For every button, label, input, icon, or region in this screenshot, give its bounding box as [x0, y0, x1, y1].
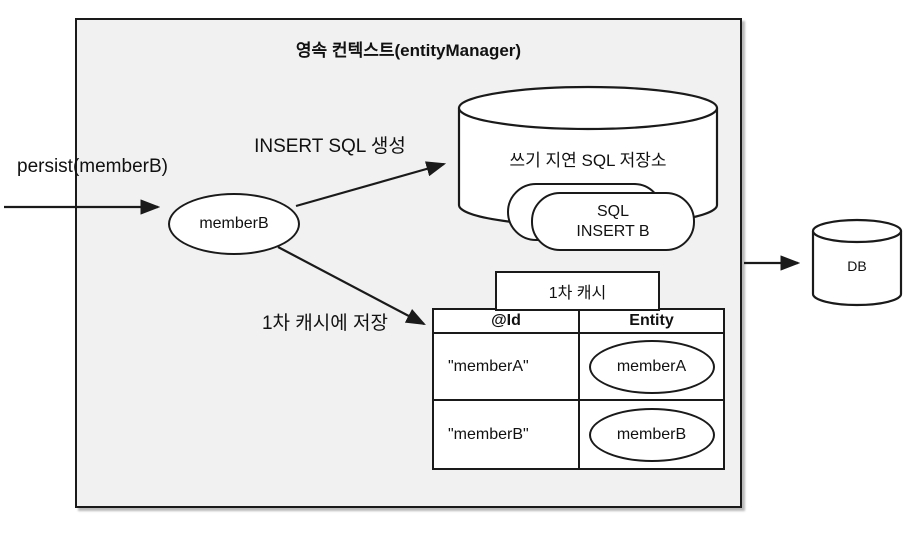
cache-row-memberA-id: "memberA"	[434, 334, 580, 401]
db-cylinder-top	[811, 218, 903, 244]
sql-card-line1: SQL	[596, 202, 629, 220]
sql-store-title: 쓰기 지연 SQL 저장소	[509, 151, 667, 170]
db-cylinder-icon	[811, 218, 903, 307]
sql-card-front: SQL INSERT B	[531, 192, 695, 251]
memberA-entity-ellipse: memberA	[588, 339, 715, 394]
memberA-entity-label: memberA	[616, 357, 687, 375]
cylinder-top	[457, 85, 719, 131]
cache-table-header-entity: Entity	[580, 310, 723, 334]
first-level-cache-table: @Id Entity "memberA" memberA "memberB" m…	[432, 308, 725, 470]
sql-card-line2: INSERT B	[576, 222, 650, 240]
memberB-entity-ellipse: memberB	[168, 193, 300, 255]
persistence-context-title: 영속 컨텍스트(entityManager)	[295, 41, 522, 60]
cache-row-memberB-entity-cell: memberB	[580, 401, 723, 468]
cache-row-memberA-entity-cell: memberA	[580, 334, 723, 401]
cache-table-header-id: @Id	[434, 310, 580, 334]
persist-call-label: persist(memberB)	[17, 156, 168, 177]
db-label: DB	[847, 257, 867, 274]
first-level-cache-tab: 1차 캐시	[495, 271, 660, 311]
memberB-cache-entity-label: memberB	[616, 425, 687, 443]
first-level-cache-tab-label: 1차 캐시	[548, 285, 607, 302]
cache-row-memberB-id: "memberB"	[434, 401, 580, 468]
cache-save-label: 1차 캐시에 저장	[261, 313, 388, 334]
memberB-cache-entity-ellipse: memberB	[588, 407, 715, 462]
insert-sql-label: INSERT SQL 생성	[254, 136, 406, 157]
memberB-entity-label: memberB	[199, 215, 269, 232]
db-cylinder-body	[811, 231, 903, 307]
